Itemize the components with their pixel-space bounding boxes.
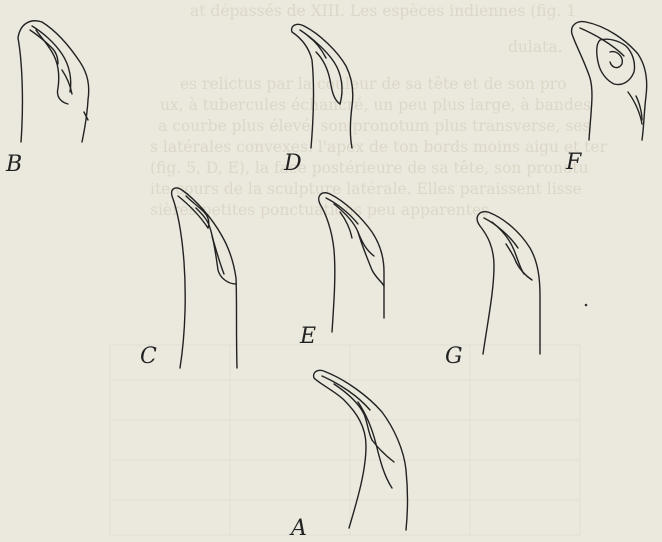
speck — [0, 0, 662, 542]
document-page: at dépassés de XIII. Les espèces indienn… — [0, 0, 662, 542]
